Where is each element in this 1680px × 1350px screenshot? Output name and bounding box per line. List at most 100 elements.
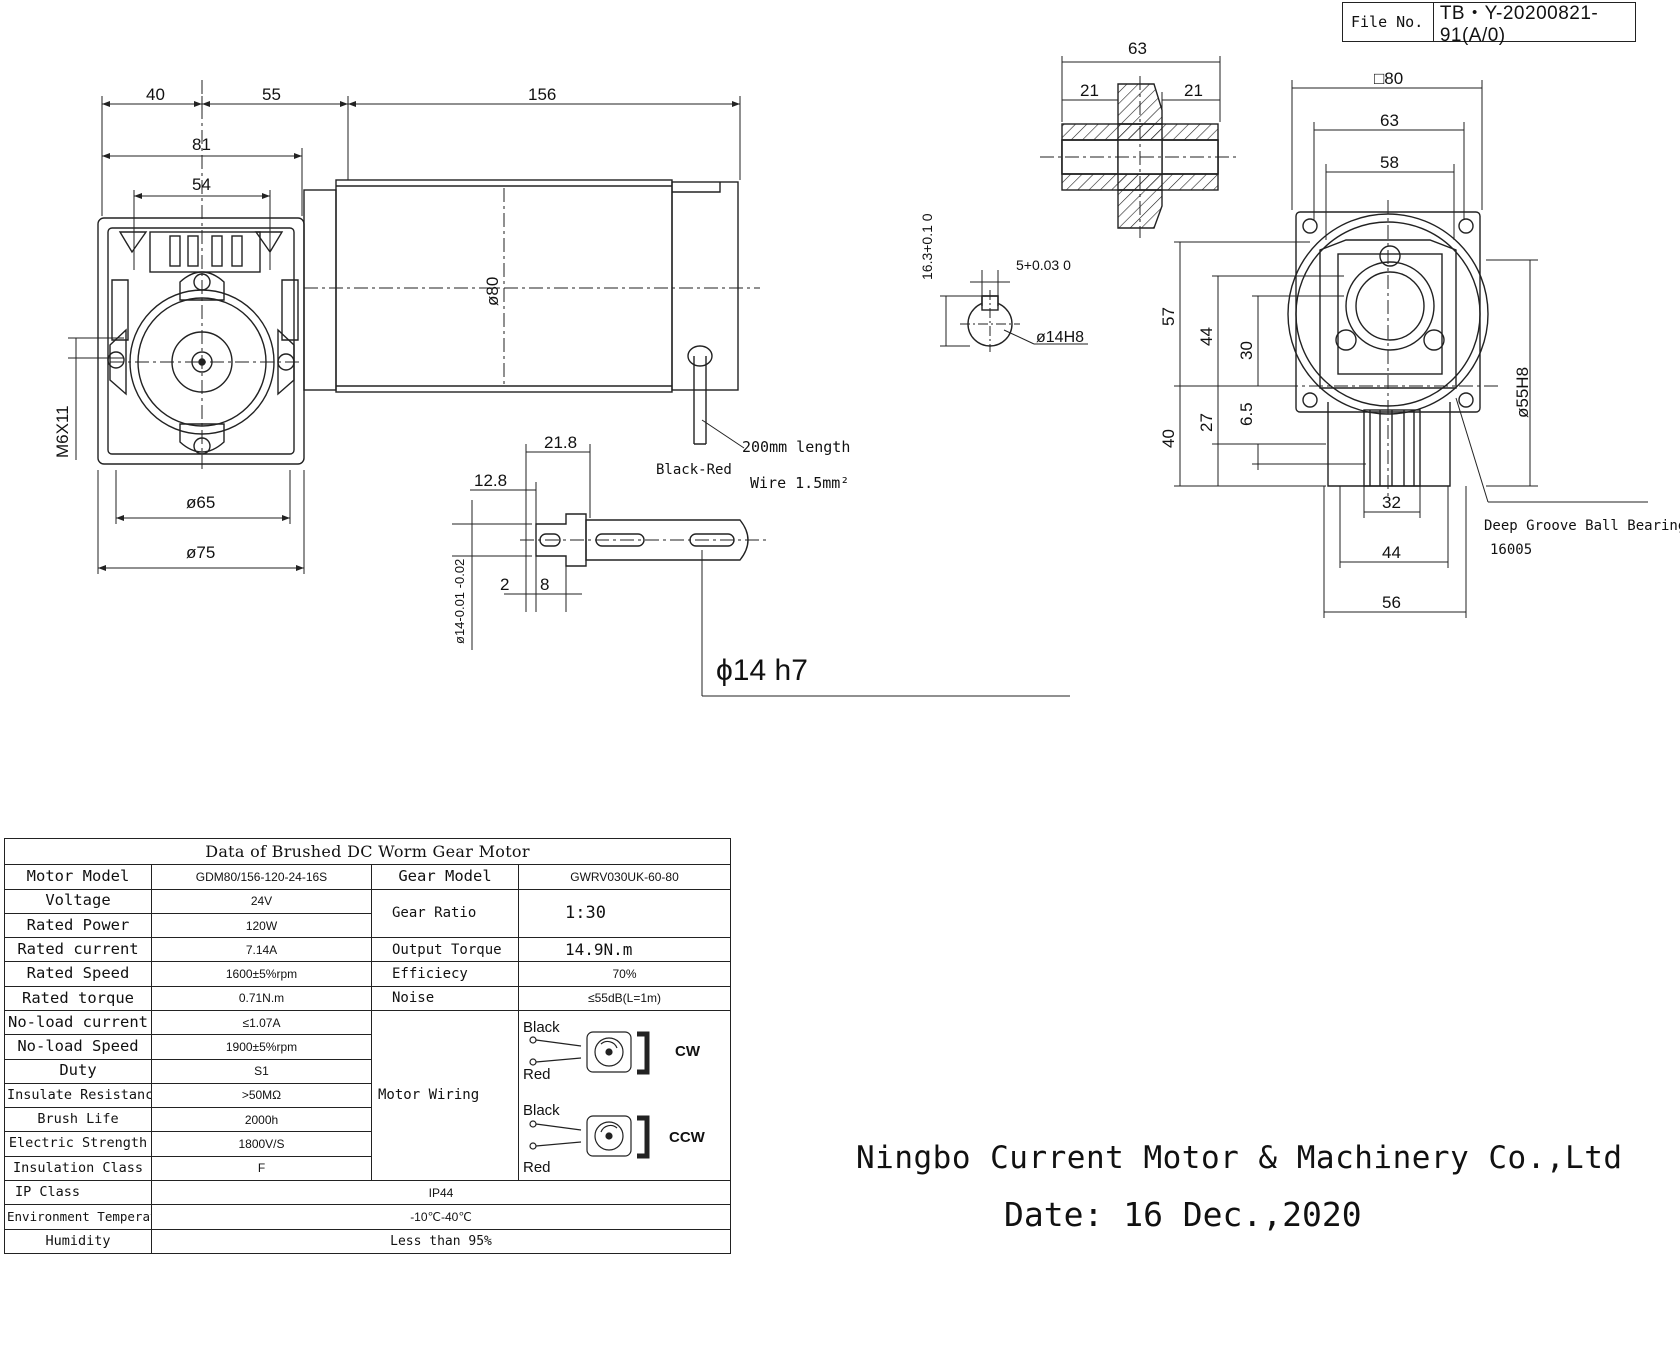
- spec-value-insulation-class: F: [151, 1155, 372, 1181]
- efficiency-value: 70%: [517, 961, 732, 987]
- gear-model-label: Gear Model: [371, 864, 519, 890]
- motor-wiring-cell: Black Red Black Red CW CCW: [517, 1010, 732, 1181]
- spec-value-electric-strength: 1800V/S: [151, 1131, 372, 1157]
- spec-value-ip-class: IP44: [150, 1179, 732, 1206]
- spec-label-brush-life: Brush Life: [4, 1107, 152, 1133]
- dim-side-57: 57: [1159, 307, 1178, 326]
- spec-label-noload-speed: No-load Speed: [4, 1034, 152, 1060]
- dim-section-63: 63: [1128, 39, 1147, 58]
- spec-table: Data of Brushed DC Worm Gear Motor Motor…: [3, 837, 732, 1255]
- dim-side-63: 63: [1380, 111, 1399, 130]
- spec-value-current: 7.14A: [151, 937, 372, 963]
- spec-label-ip-class: IP Class: [4, 1179, 152, 1206]
- spec-label-current: Rated current: [4, 937, 152, 963]
- gear-ratio-label: Gear Ratio: [371, 888, 519, 939]
- dim-side-56: 56: [1382, 593, 1401, 612]
- dim-dia-80: ø80: [483, 277, 502, 306]
- dim-21-8: 21.8: [544, 433, 577, 452]
- efficiency-label: Efficiecy: [371, 961, 519, 987]
- dim-81: 81: [192, 135, 211, 154]
- dim-dia-75: ø75: [186, 543, 215, 562]
- spec-label-noload-current: No-load current: [4, 1009, 152, 1036]
- spec-label-power: Rated Power: [4, 912, 152, 939]
- shaft-view: [452, 444, 1070, 697]
- keyway-view: [940, 270, 1088, 352]
- spec-label-speed: Rated Speed: [4, 961, 152, 987]
- dim-m6x11: M6X11: [53, 405, 72, 458]
- wiring-diagram: Black Red Black Red CW CCW: [520, 1012, 730, 1178]
- file-number-label: File No.: [1343, 3, 1434, 41]
- spec-label-humidity: Humidity: [4, 1228, 152, 1255]
- section-view: [1040, 56, 1240, 238]
- motor-model-value: GDM80/156-120-24-16S: [151, 864, 372, 890]
- spec-value-speed: 1600±5%rpm: [151, 961, 372, 987]
- ccw-red-label: Red: [523, 1159, 551, 1176]
- spec-label-voltage: Voltage: [4, 888, 152, 914]
- spec-value-torque: 0.71N.m: [151, 985, 372, 1012]
- dim-40: 40: [146, 85, 165, 104]
- dim-side-40: 40: [1159, 429, 1178, 448]
- spec-label-electric-strength: Electric Strength: [4, 1131, 152, 1157]
- dim-side-58: 58: [1380, 153, 1399, 172]
- bearing-number: 16005: [1490, 542, 1532, 558]
- file-number-value: TB・Y-20200821-91(A/0): [1439, 2, 1599, 46]
- spec-value-power: 120W: [151, 912, 372, 939]
- motor-model-label: Motor Model: [4, 864, 152, 890]
- dim-side-dia-55: ø55H8: [1513, 367, 1532, 418]
- side-view: [1174, 80, 1648, 618]
- spec-value-noload-speed: 1900±5%rpm: [151, 1034, 372, 1060]
- document-date: Date: 16 Dec.,2020: [1004, 1195, 1362, 1234]
- spec-label-environment-temperature: Environment Temperature: [4, 1204, 152, 1230]
- dim-side-44: 44: [1382, 543, 1401, 562]
- dim-key-height: 16.3+0.1 0: [919, 213, 935, 280]
- dim-55: 55: [262, 85, 281, 104]
- dim-side-32: 32: [1382, 493, 1401, 512]
- spec-value-environment-temperature: -10℃-40℃: [150, 1204, 732, 1230]
- dim-side-27: 27: [1197, 413, 1216, 432]
- spec-value-brush-life: 2000h: [151, 1107, 372, 1133]
- dim-side-44v: 44: [1197, 327, 1216, 346]
- spec-label-insulation-class: Insulation Class: [4, 1155, 152, 1181]
- ccw-black-label: Black: [523, 1102, 560, 1119]
- spec-value-humidity: Less than 95%: [150, 1228, 732, 1255]
- dim-54: 54: [192, 175, 211, 194]
- spec-value-noload-current: ≤1.07A: [151, 1009, 372, 1036]
- dim-2: 2: [500, 575, 509, 594]
- wire-colors: Black-Red: [656, 462, 732, 478]
- spec-value-voltage: 24V: [151, 888, 372, 914]
- dim-dia-65: ø65: [186, 493, 215, 512]
- noise-label: Noise: [371, 985, 519, 1012]
- dim-12-8: 12.8: [474, 471, 507, 490]
- spec-value-insulate-resistance: >50MΩ: [151, 1082, 372, 1109]
- gear-model-value: GWRV030UK-60-80: [517, 864, 732, 890]
- dim-key-width: 5+0.03 0: [1016, 257, 1071, 273]
- spec-value-duty: S1: [151, 1058, 372, 1084]
- company-name: Ningbo Current Motor & Machinery Co.,Ltd: [856, 1140, 1623, 1176]
- dim-side-sq80: □80: [1374, 69, 1403, 88]
- cw-black-label: Black: [523, 1019, 560, 1036]
- dim-section-21b: 21: [1184, 81, 1203, 100]
- cw-red-label: Red: [523, 1066, 551, 1083]
- motor-wiring-label: Motor Wiring: [371, 1010, 519, 1181]
- dim-side-6-5: 6.5: [1237, 402, 1256, 426]
- table-title: Data of Brushed DC Worm Gear Motor: [3, 837, 732, 866]
- shaft-tolerance: ϕ14 h7: [716, 654, 808, 687]
- dim-bore: ø14H8: [1036, 329, 1084, 346]
- gear-ratio-value: 1:30: [517, 888, 732, 939]
- ccw-label: CCW: [669, 1129, 706, 1146]
- bearing-label: Deep Groove Ball Bearing: [1484, 518, 1680, 534]
- dim-156: 156: [528, 85, 556, 104]
- spec-label-duty: Duty: [4, 1058, 152, 1084]
- spec-label-torque: Rated torque: [4, 985, 152, 1012]
- wire-size: Wire 1.5mm²: [750, 474, 849, 492]
- output-torque-label: Output Torque: [371, 937, 519, 963]
- dim-8: 8: [540, 575, 549, 594]
- noise-value: ≤55dB(L=1m): [517, 985, 732, 1012]
- dim-shaft-dia: ø14-0.01 -0.02: [452, 559, 467, 644]
- file-number-box: File No. TB・Y-20200821-91(A/0): [1342, 2, 1636, 46]
- front-view: [68, 80, 760, 574]
- cw-label: CW: [675, 1043, 701, 1060]
- dim-section-21a: 21: [1080, 81, 1099, 100]
- spec-label-insulate-resistance: Insulate Resistance: [4, 1082, 152, 1109]
- output-torque-value: 14.9N.m: [517, 937, 732, 963]
